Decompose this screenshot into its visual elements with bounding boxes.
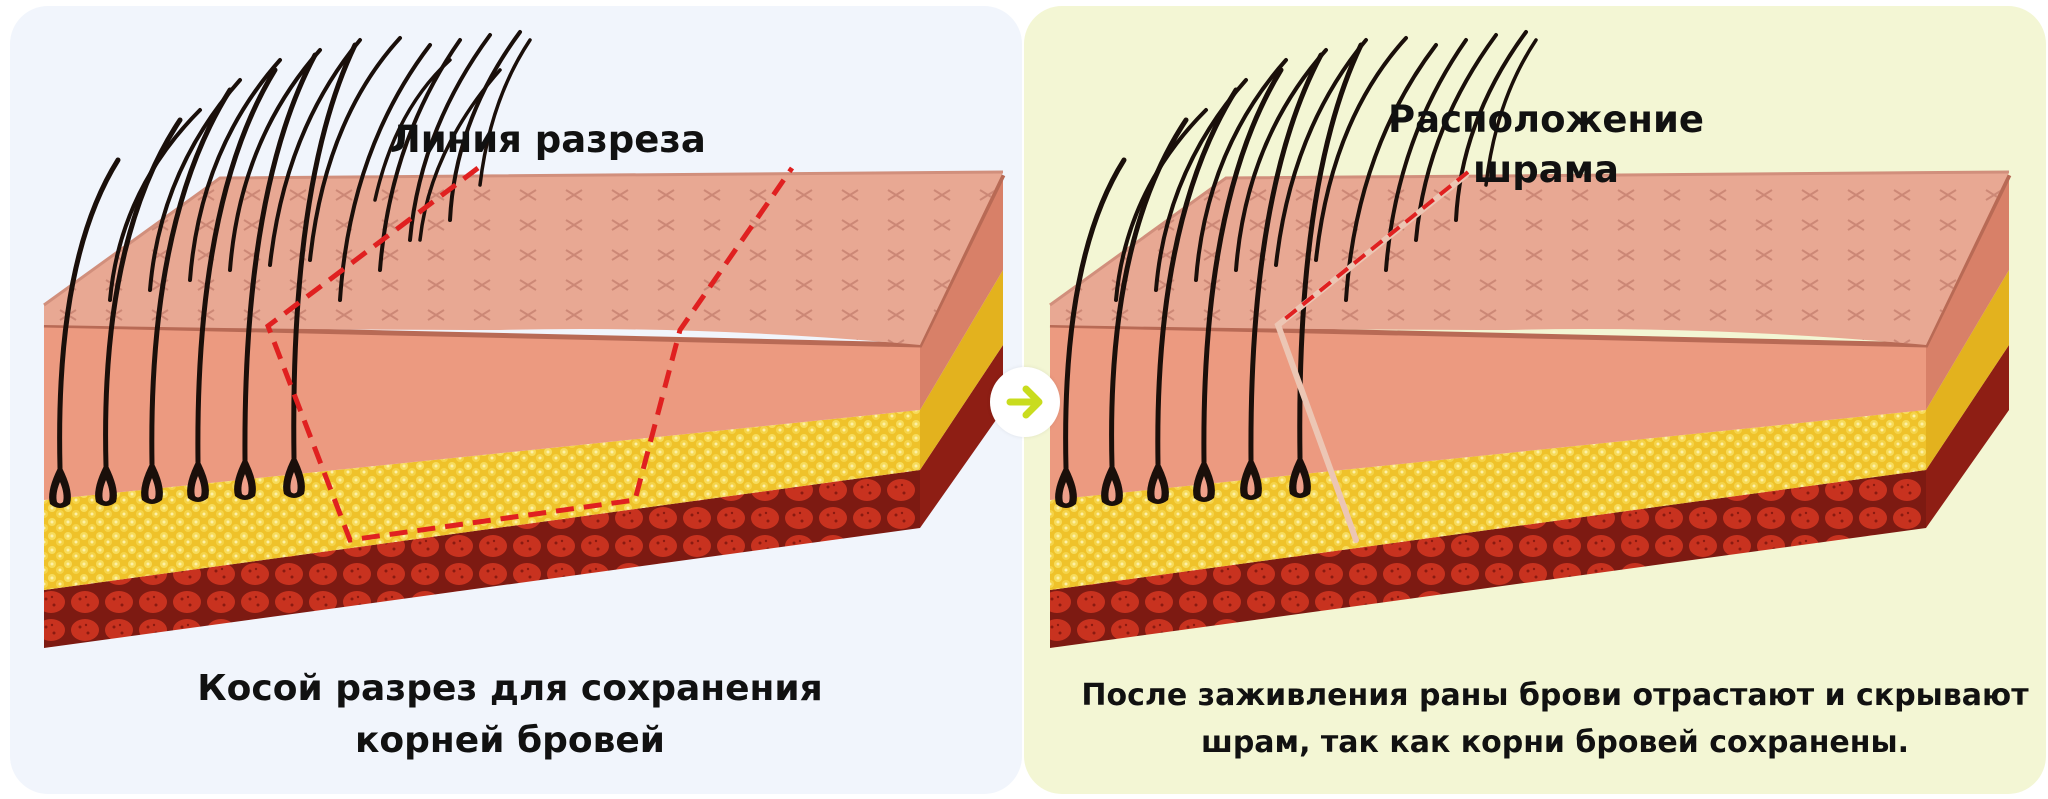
left-skin-diagram	[44, 30, 1003, 648]
right-skin-diagram	[1050, 30, 2009, 648]
left-caption: Косой разрез для сохранения корней брове…	[197, 668, 823, 761]
incision-line-label: Линия разреза	[390, 118, 706, 161]
incision-line	[264, 166, 795, 543]
arrow-right-icon	[990, 367, 1060, 437]
scar-location-label: Расположение шрама	[1387, 98, 1705, 191]
left-eyebrow-hairs	[57, 30, 532, 471]
scar-line	[1274, 172, 1469, 543]
scar-pointer-line	[1279, 170, 1470, 324]
right-caption: После заживления раны брови отрастают и …	[1081, 678, 2029, 760]
